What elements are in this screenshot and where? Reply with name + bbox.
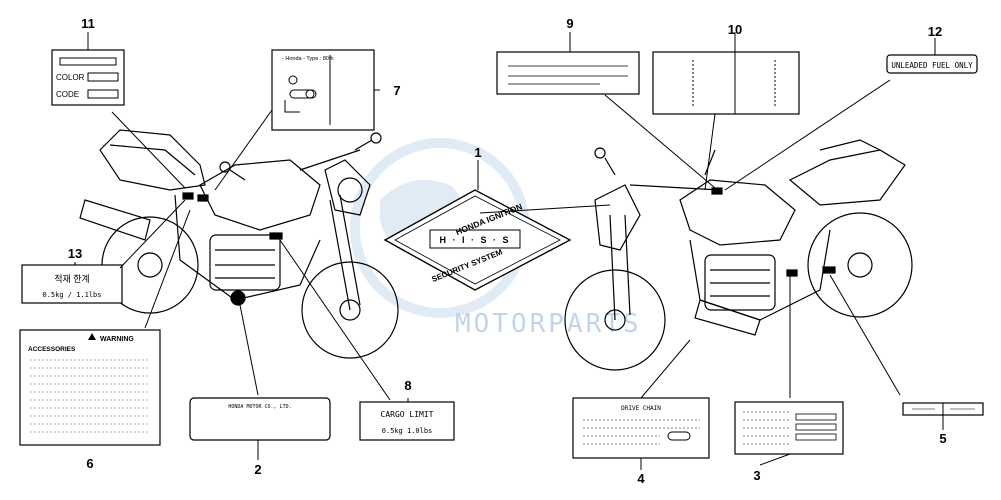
label-7: - Honda - Type : 80th (271, 49, 375, 131)
label-2: HONDA MOTOR CO., LTD. (189, 397, 331, 441)
label-9 (496, 51, 640, 95)
callout-numbers: 11 7 13 6 2 8 9 10 12 1 4 3 5 (68, 16, 947, 486)
callout-4: 4 (637, 471, 645, 486)
watermark-brand: MOTORPARTS (455, 309, 642, 339)
label-1-middle-text: H · I · S · S (440, 235, 511, 245)
left-motorcycle-illustration (79, 129, 399, 359)
leader-lines (74, 32, 944, 470)
label-13-title: 적재 한계 (54, 273, 90, 284)
label-8: CARGO LIMIT 0.5kg 1.0lbs (359, 401, 455, 441)
callout-5: 5 (939, 431, 946, 446)
label-13-weight: 0.5kg / 1.1lbs (42, 291, 101, 299)
label-8-title: CARGO LIMIT (381, 410, 434, 419)
label-11-color-text: COLOR (56, 73, 85, 82)
callout-10: 10 (728, 22, 742, 37)
callout-9: 9 (566, 16, 573, 31)
label-7-header: - Honda - Type : 80th (282, 56, 334, 62)
label-11-code-text: CODE (56, 90, 79, 99)
label-5 (902, 402, 984, 416)
callout-11: 11 (81, 16, 95, 31)
label-10 (652, 51, 800, 115)
callout-13: 13 (68, 246, 82, 261)
callout-2: 2 (254, 462, 261, 477)
right-motorcycle-illustration (564, 139, 913, 371)
label-11: COLOR CODE (51, 49, 125, 106)
callout-1: 1 (474, 145, 481, 160)
label-1-hiss-emblem: HONDA IGNITION H · I · S · S SECURITY SY… (383, 189, 572, 291)
callout-7: 7 (393, 83, 400, 98)
label-12: UNLEADED FUEL ONLY (886, 54, 978, 74)
callout-12: 12 (928, 24, 942, 39)
callout-3: 3 (753, 468, 760, 483)
label-6-warning: WARNING (100, 336, 134, 343)
label-12-text: UNLEADED FUEL ONLY (891, 61, 973, 70)
label-13: 적재 한계 0.5kg / 1.1lbs (21, 264, 123, 304)
label-6-accessories: ACCESSORIES (28, 346, 76, 353)
callout-8: 8 (404, 378, 411, 393)
label-6: WARNING ACCESSORIES (19, 329, 161, 446)
label-4-title: DRIVE CHAIN (621, 405, 661, 412)
label-8-weight: 0.5kg 1.0lbs (382, 427, 433, 435)
label-4: DRIVE CHAIN (572, 397, 710, 459)
callout-6: 6 (86, 456, 93, 471)
label-2-text: HONDA MOTOR CO., LTD. (228, 404, 291, 410)
label-3 (734, 401, 844, 455)
